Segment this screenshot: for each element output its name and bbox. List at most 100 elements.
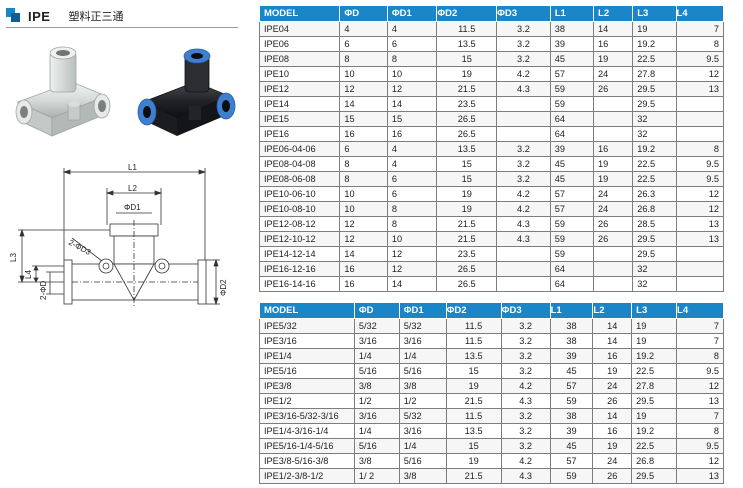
value-cell: 16 (386, 126, 438, 142)
value-cell: 59 (549, 393, 594, 409)
value-cell: 8 (386, 51, 438, 67)
value-cell: 26.8 (631, 453, 678, 469)
value-cell: 16 (339, 261, 388, 277)
value-cell (593, 111, 634, 127)
column-header: ΦD1 (398, 302, 447, 319)
model-cell: IPE06 (258, 36, 341, 52)
value-cell: 57 (549, 186, 595, 202)
value-cell: 12 (675, 201, 724, 217)
value-cell: 12 (339, 231, 388, 247)
value-cell: 4 (339, 21, 388, 37)
value-cell: 19 (445, 453, 502, 469)
value-cell: 9.5 (676, 438, 724, 454)
value-cell: 14 (592, 318, 633, 334)
value-cell: 19.2 (632, 141, 677, 157)
value-cell: 16 (339, 126, 388, 142)
value-cell: 5/16 (398, 363, 447, 379)
value-cell (675, 261, 724, 277)
value-cell: 3.2 (500, 408, 551, 424)
value-cell: 12 (676, 378, 724, 394)
value-cell: 10 (386, 66, 438, 82)
value-cell: 14 (593, 21, 634, 37)
value-cell: 39 (549, 36, 595, 52)
value-cell: 11.5 (445, 333, 502, 349)
value-cell: 21.5 (436, 231, 498, 247)
value-cell: 45 (549, 156, 595, 172)
value-cell: 3.2 (496, 21, 551, 37)
product-code: IPE (28, 8, 51, 24)
value-cell: 4.3 (496, 216, 551, 232)
value-cell: 12 (386, 81, 438, 97)
value-cell: 4 (386, 141, 438, 157)
model-cell: IPE3/8-5/16-3/8 (259, 453, 355, 469)
value-cell (593, 96, 634, 112)
value-cell: 59 (549, 468, 594, 484)
value-cell: 19.2 (631, 423, 678, 439)
value-cell: 3.2 (500, 318, 551, 334)
value-cell: 8 (386, 216, 438, 232)
value-cell (593, 276, 634, 292)
value-cell: 22.5 (631, 438, 678, 454)
value-cell: 10 (339, 186, 388, 202)
value-cell: 3/16 (398, 423, 447, 439)
value-cell: 14 (386, 276, 438, 292)
value-cell: 19 (632, 21, 677, 37)
value-cell: 10 (386, 231, 438, 247)
value-cell: 64 (549, 261, 595, 277)
value-cell: 29.5 (632, 96, 677, 112)
value-cell: 7 (676, 408, 724, 424)
value-cell: 13 (675, 81, 724, 97)
value-cell: 39 (549, 423, 594, 439)
column-header: ΦD (339, 5, 388, 22)
dimension-drawing: L1 L2 ΦD1 2-ΦD3 L3 (0, 160, 250, 345)
column-header: ΦD2 (436, 5, 498, 22)
value-cell: 23.5 (436, 96, 498, 112)
value-cell: 21.5 (436, 216, 498, 232)
value-cell: 26 (593, 231, 634, 247)
value-cell: 15 (386, 111, 438, 127)
value-cell: 13 (675, 216, 724, 232)
value-cell: 7 (676, 333, 724, 349)
value-cell: 4.2 (496, 66, 551, 82)
value-cell: 3.2 (496, 36, 551, 52)
model-cell: IPE5/32 (259, 318, 355, 334)
value-cell: 1/ 2 (353, 468, 400, 484)
d2-label: ΦD2 (219, 279, 228, 296)
model-cell: IPE5/16-1/4-5/16 (259, 438, 355, 454)
value-cell: 5/32 (353, 318, 400, 334)
column-header: L1 (549, 302, 594, 319)
value-cell: 5/32 (398, 318, 447, 334)
value-cell: 9.5 (675, 171, 724, 187)
value-cell: 5/32 (398, 408, 447, 424)
value-cell: 23.5 (436, 246, 498, 262)
value-cell: 26 (593, 81, 634, 97)
value-cell: 45 (549, 363, 594, 379)
value-cell: 15 (436, 51, 498, 67)
value-cell (496, 96, 551, 112)
value-cell: 1/4 (353, 423, 400, 439)
value-cell: 6 (386, 171, 438, 187)
page-header: IPE 塑料正三通 (6, 6, 123, 26)
value-cell: 32 (632, 261, 677, 277)
value-cell: 9.5 (675, 51, 724, 67)
model-cell: IPE1/4-3/16-1/4 (259, 423, 355, 439)
value-cell: 12 (675, 66, 724, 82)
value-cell: 9.5 (676, 363, 724, 379)
model-cell: IPE1/2-3/8-1/2 (259, 468, 355, 484)
value-cell (593, 126, 634, 142)
d1-label: ΦD1 (124, 203, 141, 212)
column-header: ΦD3 (500, 302, 551, 319)
value-cell: 19 (592, 438, 633, 454)
column-header: L1 (549, 5, 595, 22)
value-cell: 59 (549, 231, 595, 247)
